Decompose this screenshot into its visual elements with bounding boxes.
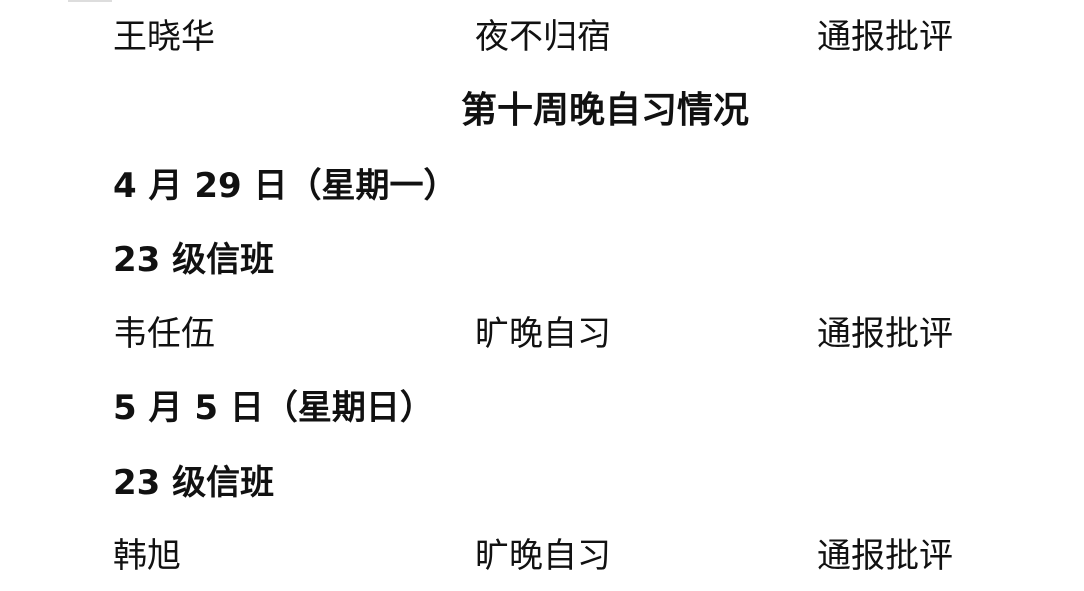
date-heading: 5 月 5 日（星期日） bbox=[113, 388, 434, 428]
class-heading: 23 级信班 bbox=[113, 463, 275, 503]
student-name: 韦任伍 bbox=[113, 314, 215, 354]
penalty: 通报批评 bbox=[817, 17, 953, 57]
violation: 旷晚自习 bbox=[475, 536, 611, 576]
penalty: 通报批评 bbox=[817, 314, 953, 354]
penalty: 通报批评 bbox=[817, 536, 953, 576]
student-name: 韩旭 bbox=[113, 536, 181, 576]
scroll-edge bbox=[68, 0, 112, 2]
violation: 夜不归宿 bbox=[475, 17, 611, 57]
date-heading: 4 月 29 日（星期一） bbox=[113, 166, 458, 206]
student-name: 王晓华 bbox=[113, 17, 215, 57]
violation: 旷晚自习 bbox=[475, 314, 611, 354]
section-title: 第十周晚自习情况 bbox=[460, 90, 749, 131]
class-heading: 23 级信班 bbox=[113, 240, 275, 280]
